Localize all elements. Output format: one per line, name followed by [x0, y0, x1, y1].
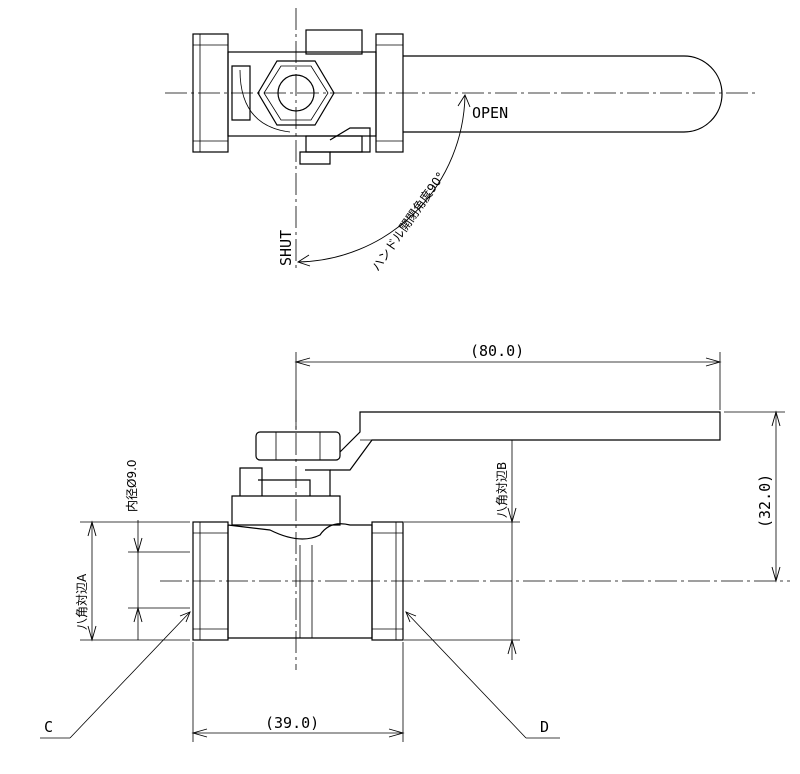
callout-d-label: D [540, 718, 549, 736]
front-view: (80.0) (32.0) (39.0) 内径Ø9.0 [40, 342, 790, 742]
shut-label: SHUT [277, 230, 295, 266]
dim-inner-diameter: 内径Ø9.0 [125, 459, 190, 640]
dim-length-label: (80.0) [470, 342, 524, 360]
open-label: OPEN [472, 104, 508, 122]
top-right-end [375, 33, 404, 153]
front-handle [330, 411, 721, 471]
top-body [227, 29, 377, 165]
dim-hex-a: 八角対辺A [75, 520, 190, 642]
dim-height: (32.0) [724, 410, 785, 583]
callout-c: C [40, 611, 191, 739]
front-right-end [371, 521, 404, 641]
dim-length: (80.0) [294, 342, 722, 430]
top-view: OPEN SHUT ハンドル開閉角度90° [165, 8, 755, 274]
rotation-arc [296, 94, 471, 267]
front-stem-nut [255, 431, 341, 461]
hex-b-label: 八角対辺B [495, 462, 509, 518]
dim-hex-b: 八角対辺B [404, 440, 520, 660]
dim-body-label: (39.0) [265, 714, 319, 732]
dim-height-label: (32.0) [756, 474, 774, 528]
callout-d: D [405, 611, 560, 739]
dim-body: (39.0) [191, 642, 405, 742]
inner-dia-label: 内径Ø9.0 [125, 459, 139, 512]
hex-a-label: 八角対辺A [75, 573, 89, 630]
angle-label: ハンドル開閉角度90° [368, 169, 448, 274]
top-handle [403, 55, 723, 133]
callout-c-label: C [44, 718, 53, 736]
front-body [227, 467, 373, 639]
top-hex-nut [257, 60, 335, 126]
